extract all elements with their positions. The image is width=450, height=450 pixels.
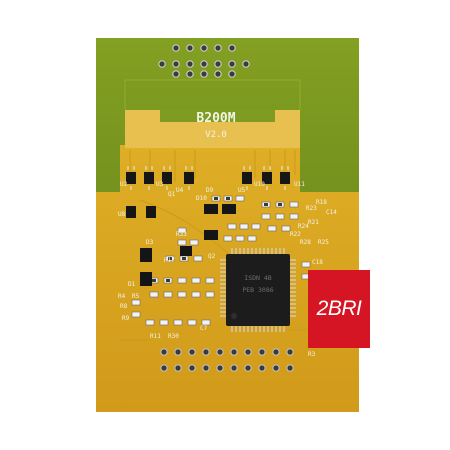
ref-R25: R25 (318, 239, 329, 246)
ref-D10: D10 (196, 195, 207, 202)
discrete-semis (126, 204, 236, 286)
ref-U2: U2 (120, 181, 128, 188)
badge-label: 2BRI (316, 297, 362, 320)
passive-components (131, 195, 311, 326)
ref-C7: C7 (200, 325, 208, 332)
ref-R24: R24 (298, 223, 309, 230)
ref-R17: R17 (164, 257, 175, 264)
isdn-controller-chip (220, 248, 296, 332)
label-window (160, 110, 275, 122)
bottom-pin-header (160, 348, 294, 372)
ref-C14: C14 (326, 209, 337, 216)
pcb-traces (120, 79, 340, 341)
ref-R11: R11 (150, 333, 161, 340)
ref-U3: U3 (156, 181, 164, 188)
ref-D9: D9 (206, 187, 214, 194)
chip-marking-line: ISDN 4B (244, 274, 271, 282)
ref-R4: R4 (118, 293, 126, 300)
transistor-leads (127, 166, 289, 190)
transistor-row (126, 172, 290, 184)
chip-marking-line: PEB 3086 (242, 286, 273, 294)
ref-R9: R9 (122, 315, 130, 322)
ref-D3: D3 (146, 239, 154, 246)
ref-R5: R5 (132, 293, 140, 300)
ref-R3: R3 (308, 351, 316, 358)
ref-R33: R33 (176, 231, 187, 238)
ref-R28: R28 (300, 239, 311, 246)
top-pin-header (158, 44, 250, 78)
solder-mask-top (96, 38, 359, 192)
ref-C18: C18 (312, 259, 323, 266)
ref-Q2: Q2 (208, 253, 216, 260)
ref-U8: U8 (118, 211, 126, 218)
board-model-label: B200M (196, 111, 235, 126)
ref-U4: U4 (176, 187, 184, 194)
chip-marking: ISDN 4B PEB 3086 (242, 274, 273, 294)
product-badge: 2BRI (308, 270, 370, 348)
ref-R21: R21 (308, 219, 319, 226)
ref-U10: U10 (254, 181, 265, 188)
ref-D1: D1 (128, 281, 136, 288)
ref-U11: U11 (294, 181, 305, 188)
ref-R22: R22 (290, 231, 301, 238)
ref-R8: R8 (120, 303, 128, 310)
ref-R18: R18 (316, 199, 327, 206)
board-version-label: V2.0 (205, 130, 227, 140)
ref-R23: R23 (306, 205, 317, 212)
ref-U5: U5 (238, 187, 246, 194)
ref-Q1: Q1 (168, 191, 176, 198)
silkscreen-labels: U2 U3 U4 U5 U10 U11 U8 D9 D10 D3 D1 Q1 Q… (118, 181, 337, 358)
ref-R30: R30 (168, 333, 179, 340)
